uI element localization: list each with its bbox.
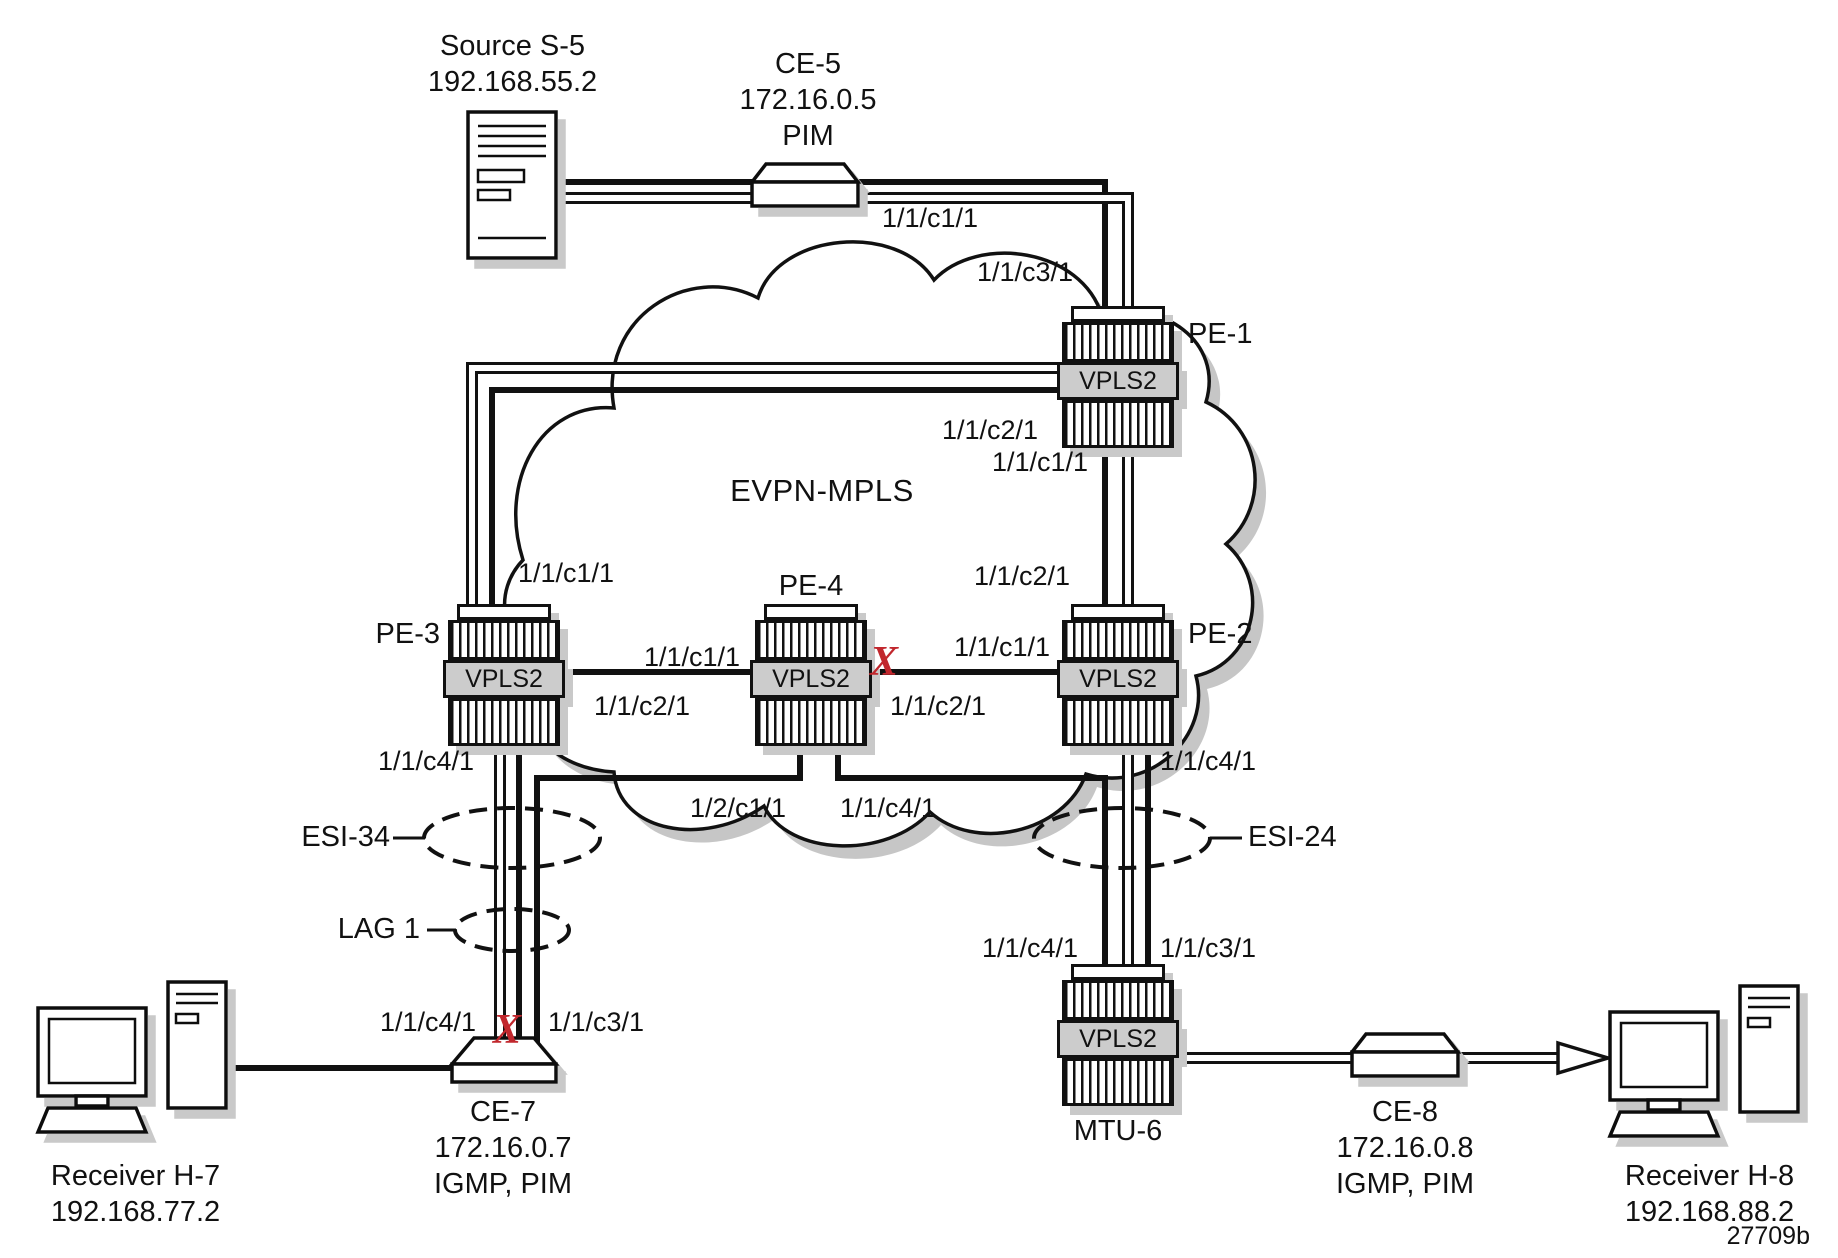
pe4-label: PE-4 xyxy=(778,570,844,602)
pe1-label: PE-1 xyxy=(1188,318,1253,350)
router-pe1-chassis-top xyxy=(1062,322,1174,362)
ce5-name: CE-5 xyxy=(774,48,842,80)
port-mtu6-to-pe4: 1/1/c4/1 xyxy=(981,933,1079,963)
router-pe2-service-band: VPLS2 xyxy=(1057,660,1179,698)
router-pe3-lid xyxy=(457,604,551,620)
flow-arrowhead xyxy=(1556,1040,1615,1076)
port-pe4-to-pe2: 1/1/c2/1 xyxy=(889,691,987,721)
router-mtu6: VPLS2 xyxy=(1057,964,1179,1106)
receiver-h8-title: Receiver H-8 xyxy=(1624,1160,1795,1192)
receiver-h7-title: Receiver H-7 xyxy=(50,1160,221,1192)
ce5-protocol: PIM xyxy=(782,120,834,152)
failure-x-ce7-link: X xyxy=(492,1007,521,1053)
ce5-box-icon xyxy=(748,162,862,208)
receiver-h7-caption: Receiver H-7 192.168.77.2 xyxy=(8,1158,263,1230)
ce8-box-icon xyxy=(1348,1032,1462,1078)
flow-s5-pe1 xyxy=(540,192,1134,330)
cloud-label: EVPN-MPLS xyxy=(730,473,914,508)
lag-1-label: LAG 1 xyxy=(337,913,420,945)
router-pe3: VPLS2 xyxy=(443,604,565,746)
ce8-name: CE-8 xyxy=(1371,1096,1439,1128)
router-pe4-chassis-top xyxy=(755,620,867,660)
ce5-caption: CE-5 172.16.0.5 PIM xyxy=(688,46,928,154)
port-pe1-uplink: 1/1/c3/1 xyxy=(976,257,1074,287)
link-s5-ce5-pe1 xyxy=(540,179,1108,330)
router-mtu6-chassis-bottom xyxy=(1062,1058,1174,1106)
pe3-label: PE-3 xyxy=(375,618,440,650)
lag-1-ellipse xyxy=(453,907,571,953)
router-pe1-service-band: VPLS2 xyxy=(1057,362,1179,400)
router-pe4: VPLS2 xyxy=(750,604,872,746)
esi-34-ellipse xyxy=(422,806,602,870)
router-pe4-lid xyxy=(764,604,858,620)
router-pe3-chassis-bottom xyxy=(448,698,560,746)
receiver-h8-icon xyxy=(1608,984,1800,1138)
router-pe3-service-band: VPLS2 xyxy=(443,660,565,698)
ce7-protocols: IGMP, PIM xyxy=(433,1168,573,1200)
ce8-caption: CE-8 172.16.0.8 IGMP, PIM xyxy=(1285,1094,1525,1202)
router-pe4-service-band: VPLS2 xyxy=(750,660,872,698)
figure-id: 27709b xyxy=(1726,1222,1810,1250)
router-pe1-chassis-bottom xyxy=(1062,400,1174,448)
port-pe1-to-pe2: 1/1/c1/1 xyxy=(991,447,1089,477)
port-pe3-to-pe1: 1/1/c1/1 xyxy=(517,558,615,588)
source-title: Source S-5 xyxy=(439,30,586,62)
source-ip: 192.168.55.2 xyxy=(427,66,598,98)
router-pe4-chassis-bottom xyxy=(755,698,867,746)
receiver-h8-ip: 192.168.88.2 xyxy=(1624,1196,1795,1228)
esi-34-label: ESI-34 xyxy=(301,821,390,853)
port-pe2-to-mtu6: 1/1/c4/1 xyxy=(1159,746,1257,776)
port-pe3-to-pe4: 1/1/c2/1 xyxy=(593,691,691,721)
port-ce7-to-pe4: 1/1/c3/1 xyxy=(547,1007,645,1037)
port-ce5-to-pe1: 1/1/c1/1 xyxy=(881,203,979,233)
port-pe2-to-pe4: 1/1/c1/1 xyxy=(953,632,1051,662)
ce7-name: CE-7 xyxy=(469,1096,537,1128)
receiver-h7-ip: 192.168.77.2 xyxy=(50,1196,221,1228)
failure-x-pe4-pe2-link: X xyxy=(869,639,898,685)
router-pe2-chassis-top xyxy=(1062,620,1174,660)
ce7-caption: CE-7 172.16.0.7 IGMP, PIM xyxy=(383,1094,623,1202)
link-pe4-mtu6 xyxy=(835,730,1108,990)
router-mtu6-lid xyxy=(1071,964,1165,980)
link-pe4-ce7 xyxy=(534,730,803,1050)
pe2-label: PE-2 xyxy=(1188,618,1253,650)
flow-pe1-pe3 xyxy=(466,362,1100,630)
source-caption: Source S-5 192.168.55.2 xyxy=(375,28,650,100)
port-pe4-to-pe3: 1/1/c1/1 xyxy=(643,642,741,672)
router-pe2-chassis-bottom xyxy=(1062,698,1174,746)
router-pe3-chassis-top xyxy=(448,620,560,660)
port-pe4-to-mtu6: 1/1/c4/1 xyxy=(839,793,937,823)
ce8-protocols: IGMP, PIM xyxy=(1335,1168,1475,1200)
router-pe1-lid xyxy=(1071,306,1165,322)
receiver-h7-icon xyxy=(36,980,228,1134)
link-pe1-pe3 xyxy=(489,387,1100,630)
ce5-ip: 172.16.0.5 xyxy=(739,84,877,116)
ce7-wedge-icon xyxy=(448,1036,560,1084)
receiver-h8-caption: Receiver H-8 192.168.88.2 xyxy=(1582,1158,1837,1230)
port-mtu6-to-pe2: 1/1/c3/1 xyxy=(1159,933,1257,963)
router-pe1: VPLS2 xyxy=(1057,306,1179,448)
esi-24-label: ESI-24 xyxy=(1248,821,1337,853)
mtu6-label: MTU-6 xyxy=(1073,1115,1163,1147)
port-pe3-to-ce7: 1/1/c4/1 xyxy=(377,746,475,776)
port-pe2-to-pe1: 1/1/c2/1 xyxy=(973,561,1071,591)
ce7-ip: 172.16.0.7 xyxy=(434,1132,572,1164)
router-mtu6-service-band: VPLS2 xyxy=(1057,1020,1179,1058)
router-pe2: VPLS2 xyxy=(1057,604,1179,746)
source-server-icon xyxy=(466,110,558,260)
port-ce7-to-pe3: 1/1/c4/1 xyxy=(379,1007,477,1037)
router-pe2-lid xyxy=(1071,604,1165,620)
port-pe4-to-ce7: 1/2/c1/1 xyxy=(689,793,787,823)
ce8-ip: 172.16.0.8 xyxy=(1336,1132,1474,1164)
port-pe1-to-pe3: 1/1/c2/1 xyxy=(941,415,1039,445)
router-mtu6-chassis-top xyxy=(1062,980,1174,1020)
